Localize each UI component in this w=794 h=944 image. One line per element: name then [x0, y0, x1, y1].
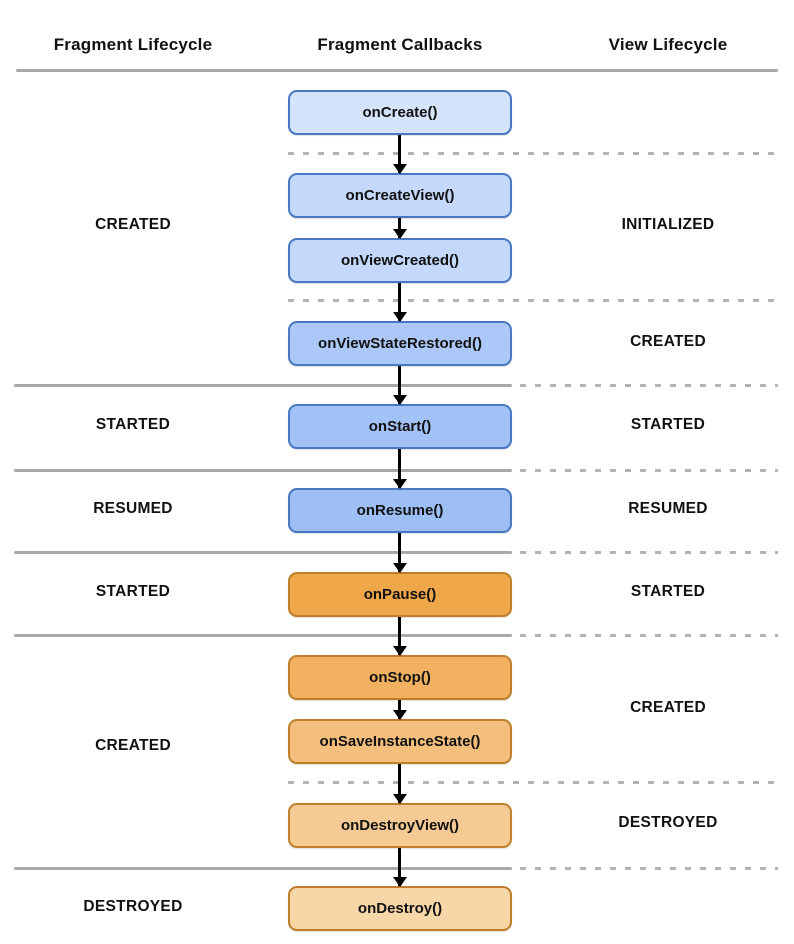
dashed-separator-started-created [520, 634, 778, 637]
callback-box-oncreateview: onCreateView() [288, 173, 512, 218]
arrow-onpause-to-onstop [398, 617, 401, 655]
view-state-created-2: CREATED [630, 699, 706, 716]
dashed-separator-after-onviewcreated [288, 299, 778, 302]
arrow-onsaveinstancestate-to-ondestroyview [398, 764, 401, 803]
callback-box-onviewcreated: onViewCreated() [288, 238, 512, 283]
fragment-state-started-2: STARTED [95, 583, 171, 600]
arrow-onviewstaterestored-to-onstart [398, 366, 401, 404]
view-state-started: STARTED [630, 416, 706, 433]
header-fragment-lifecycle: Fragment Lifecycle [53, 35, 213, 54]
arrow-onresume-to-onpause [398, 533, 401, 572]
dashed-separator-created-started [520, 384, 778, 387]
callback-box-onpause: onPause() [288, 572, 512, 617]
arrow-oncreate-to-oncreateview [398, 135, 401, 173]
callback-box-onviewstaterestored: onViewStateRestored() [288, 321, 512, 366]
fragment-state-resumed: RESUMED [93, 500, 173, 517]
fragment-state-destroyed: DESTROYED [83, 898, 183, 915]
solid-separator-created-destroyed [14, 867, 512, 870]
dashed-separator-resumed-started [520, 551, 778, 554]
view-state-started-2: STARTED [630, 583, 706, 600]
fragment-state-started: STARTED [95, 416, 171, 433]
callback-box-oncreate: onCreate() [288, 90, 512, 135]
callback-box-onstop: onStop() [288, 655, 512, 700]
solid-separator-resumed-started [14, 551, 512, 554]
dashed-separator-after-oncreate [288, 152, 778, 155]
fragment-state-created: CREATED [95, 216, 171, 233]
dashed-separator-started-resumed [520, 469, 778, 472]
callback-box-ondestroy: onDestroy() [288, 886, 512, 931]
header-divider-line [16, 69, 778, 72]
callback-box-onstart: onStart() [288, 404, 512, 449]
view-state-resumed: RESUMED [628, 500, 708, 517]
callback-box-onresume: onResume() [288, 488, 512, 533]
arrow-ondestroyview-to-ondestroy [398, 848, 401, 886]
arrow-onstop-to-onsaveinstancestate [398, 700, 401, 719]
header-fragment-callbacks: Fragment Callbacks [317, 35, 483, 54]
fragment-state-created-2: CREATED [95, 737, 171, 754]
arrow-onviewcreated-to-onviewstaterestored [398, 283, 401, 321]
arrow-oncreateview-to-onviewcreated [398, 218, 401, 238]
callback-box-ondestroyview: onDestroyView() [288, 803, 512, 848]
view-state-created: CREATED [630, 333, 706, 350]
solid-separator-created-started [14, 384, 512, 387]
solid-separator-started-resumed [14, 469, 512, 472]
dashed-separator-created-destroyed [520, 867, 778, 870]
solid-separator-started-created [14, 634, 512, 637]
callback-box-onsaveinstancestate: onSaveInstanceState() [288, 719, 512, 764]
arrow-onstart-to-onresume [398, 449, 401, 488]
view-state-initialized: INITIALIZED [621, 216, 715, 233]
header-view-lifecycle: View Lifecycle [608, 35, 728, 54]
dashed-separator-after-onsaveinstancestate [288, 781, 778, 784]
view-state-destroyed: DESTROYED [618, 814, 718, 831]
